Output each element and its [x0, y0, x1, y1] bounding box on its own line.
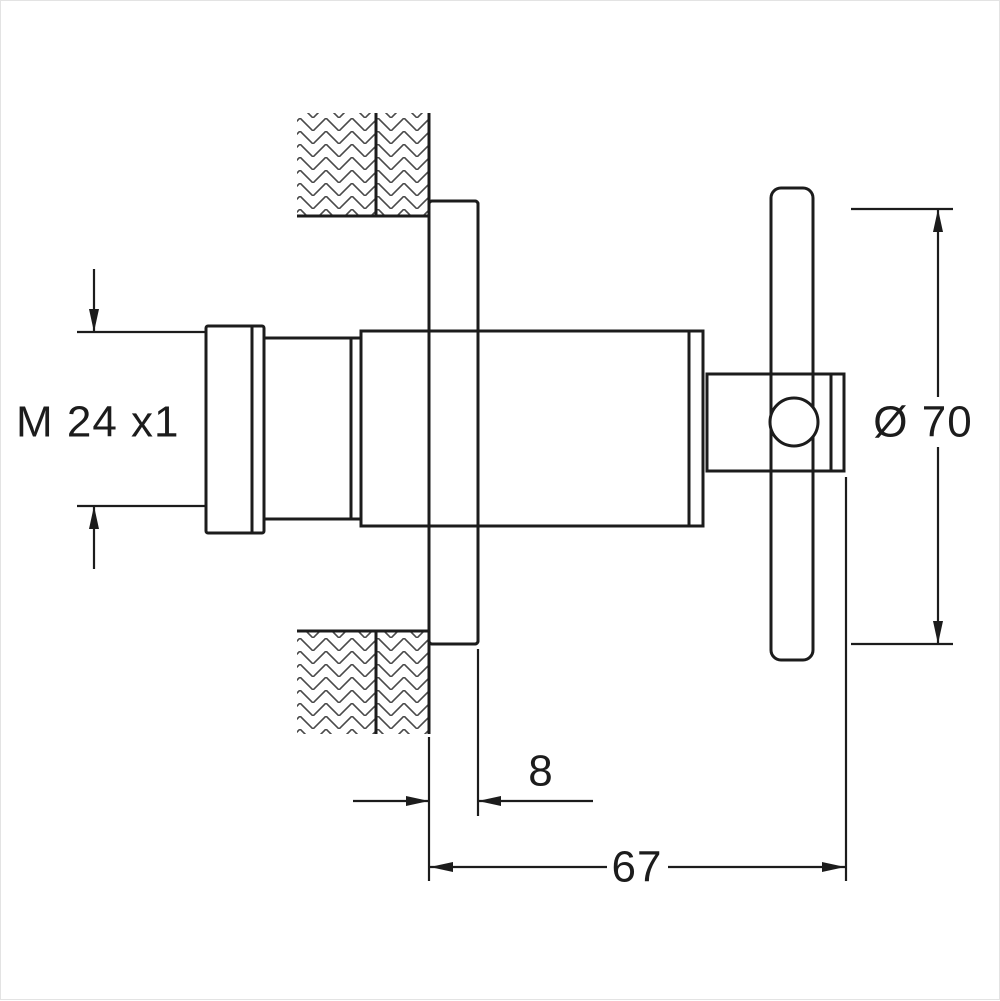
wall-hatch-top — [297, 113, 429, 216]
arrowhead-right-icon — [406, 796, 429, 806]
thread-size-label: M 24 x1 — [16, 398, 180, 447]
arrowhead-down-icon — [933, 621, 943, 644]
installation-depth-label: 67 — [612, 843, 663, 892]
arrowhead-right-icon — [822, 862, 845, 872]
valve-main-sleeve — [359, 329, 705, 528]
handle-diameter-label: Ø 70 — [873, 398, 972, 447]
wall-hatch-bottom — [297, 631, 429, 734]
wall-section — [297, 113, 431, 734]
arrowhead-left-icon — [478, 796, 501, 806]
valve-body-group — [204, 324, 705, 535]
dimension-handle-diameter: Ø 70 — [851, 207, 972, 646]
arrowhead-left-icon — [430, 862, 453, 872]
cross-handle-group — [705, 186, 846, 662]
arrowhead-down-icon — [89, 309, 99, 332]
valve-thread-section — [262, 336, 363, 521]
dimension-escutcheon-depth: 8 — [353, 649, 593, 881]
arrowhead-up-icon — [89, 506, 99, 529]
escutcheon-outline — [427, 199, 480, 646]
escutcheon-depth-label: 8 — [528, 747, 553, 796]
handle-screw-circle — [768, 396, 820, 448]
valve-union-nut — [204, 324, 266, 535]
dimension-installation-depth: 67 — [430, 477, 848, 892]
dimension-thread: M 24 x1 — [16, 269, 206, 569]
arrowhead-up-icon — [933, 209, 943, 232]
